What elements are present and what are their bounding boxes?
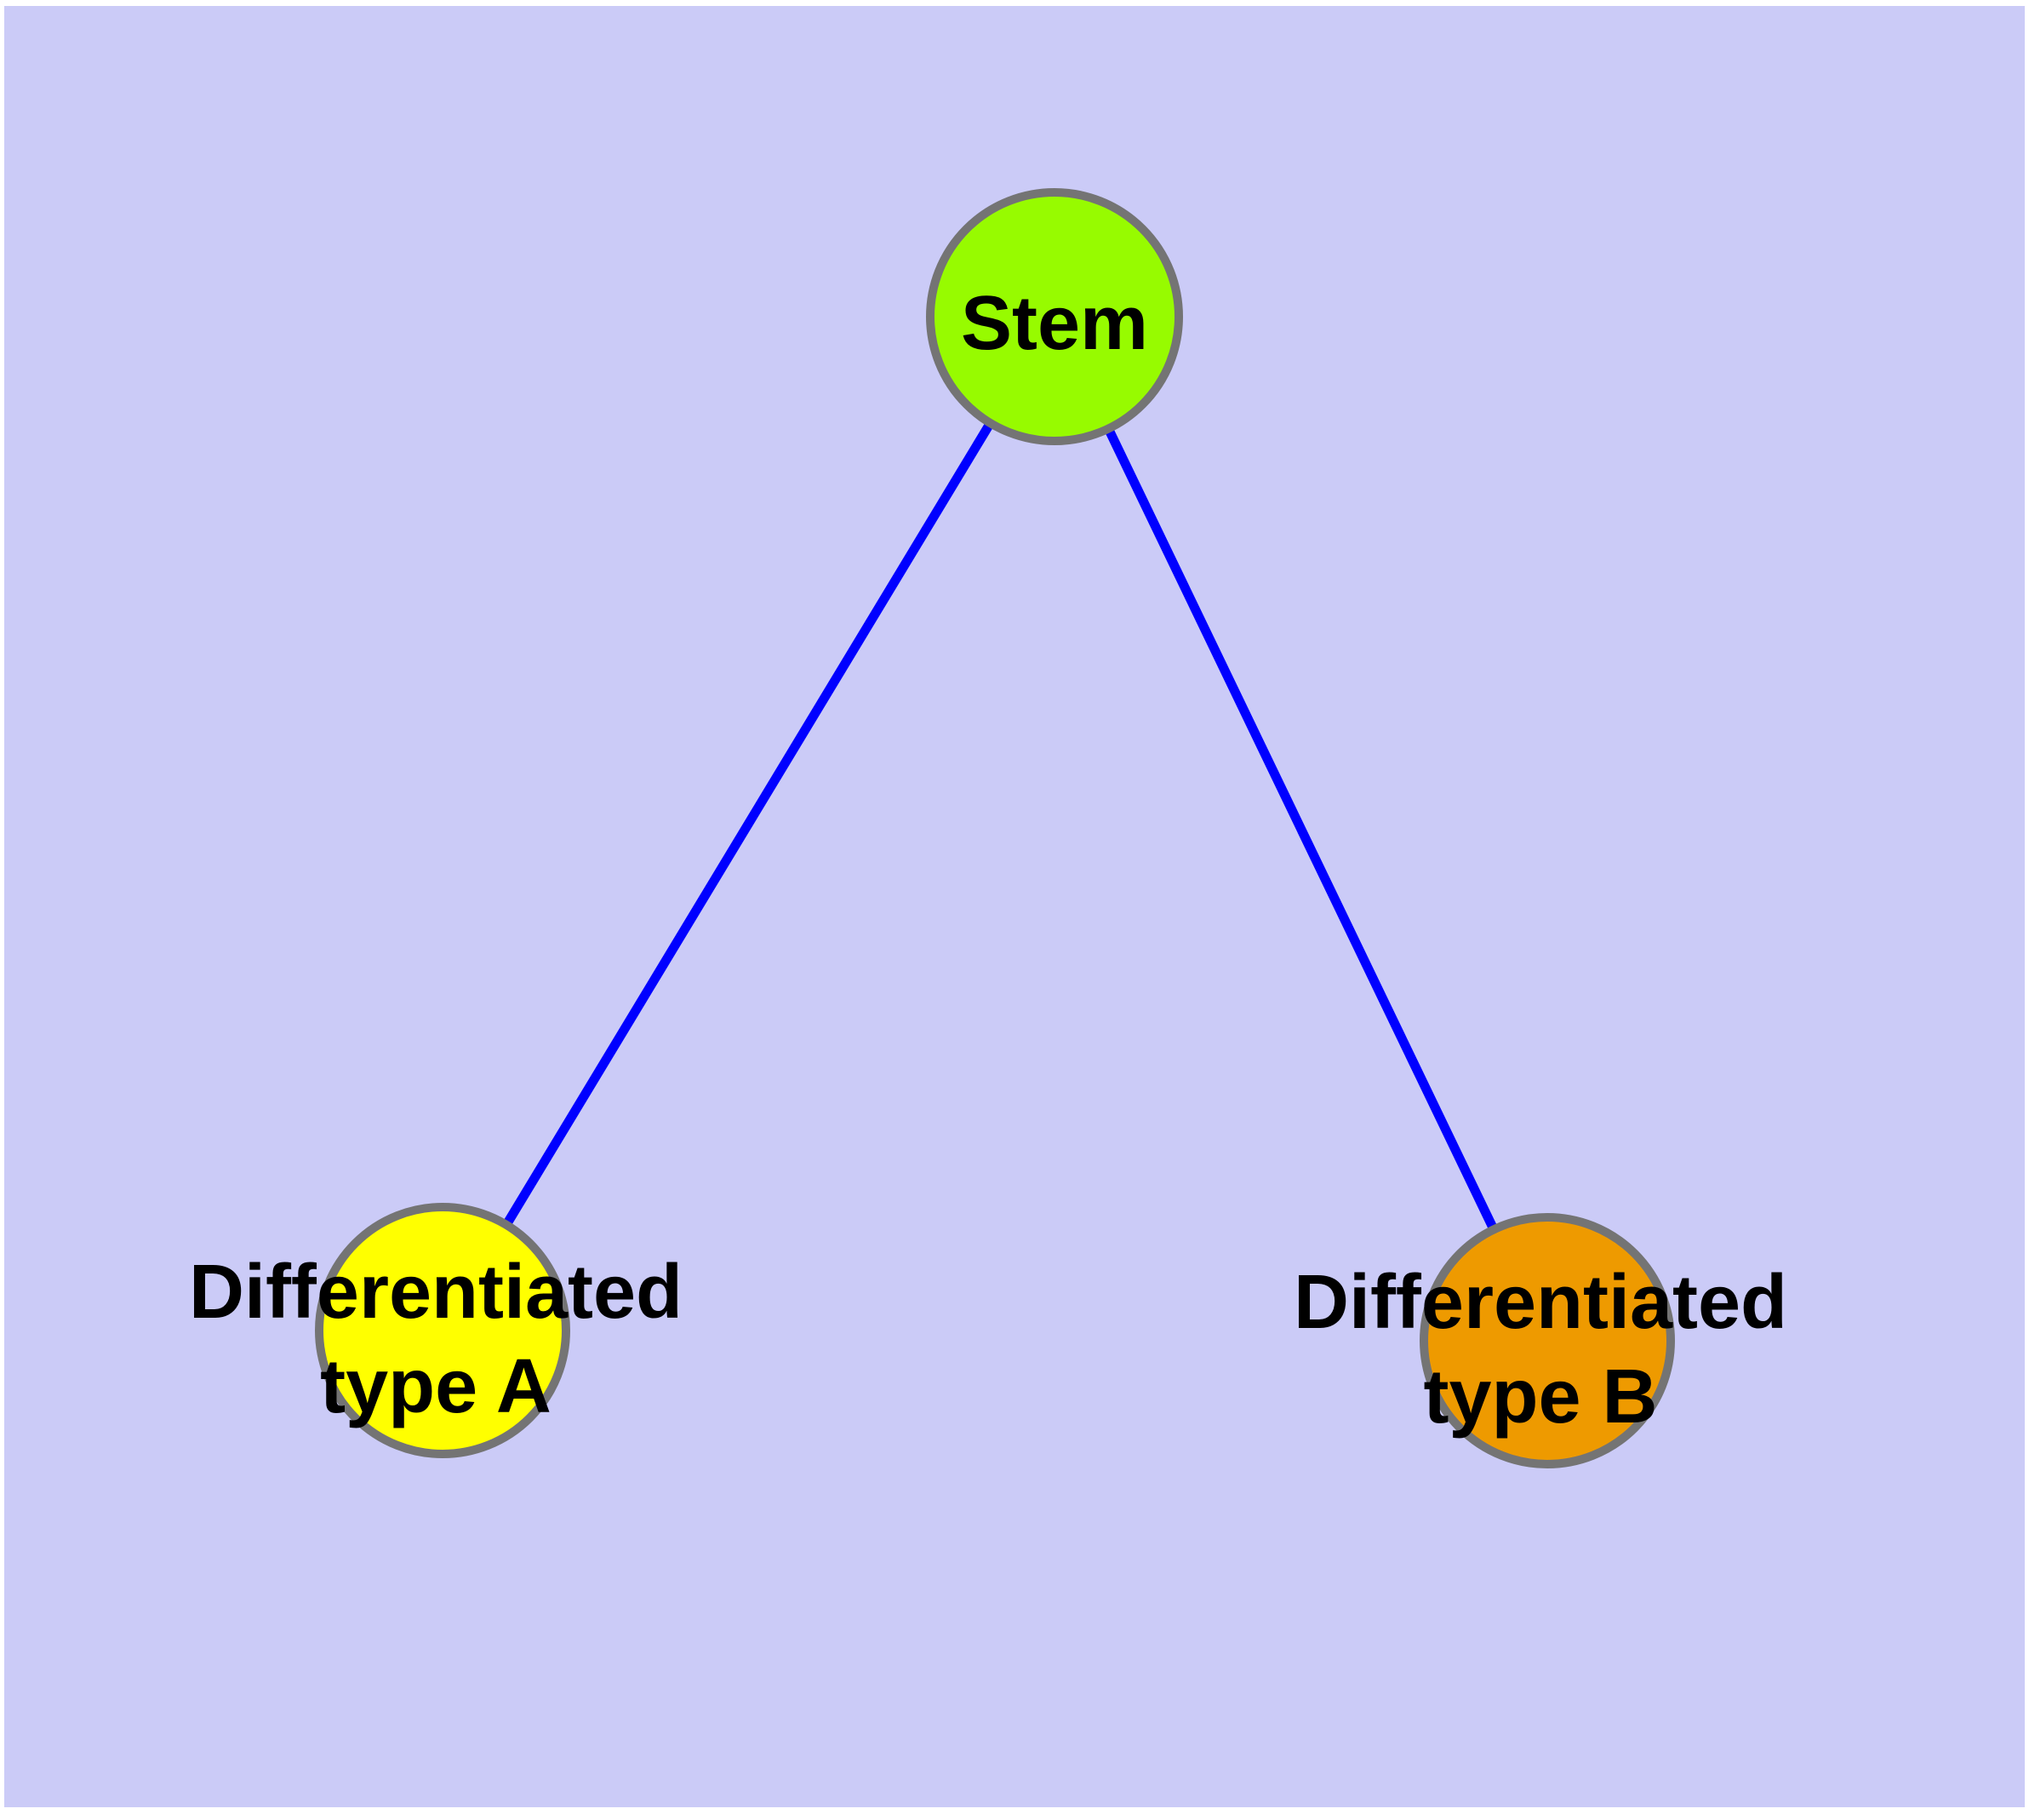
node-type-a-circle [315, 1203, 570, 1458]
node-type-a-label-line2: type A [320, 1344, 552, 1429]
edge-stem-to-type-b [1050, 314, 1552, 1343]
node-type-b-label-line1: Differentiated [1294, 1260, 1787, 1345]
node-type-b-circle [1420, 1213, 1675, 1468]
edge-stem-to-type-a [438, 314, 1059, 1333]
node-stem-label: Stem [961, 281, 1148, 366]
node-type-b-label-line2: type B [1423, 1354, 1657, 1439]
node-stem-circle [926, 188, 1183, 445]
node-type-a-label-line1: Differentiated [189, 1250, 683, 1335]
